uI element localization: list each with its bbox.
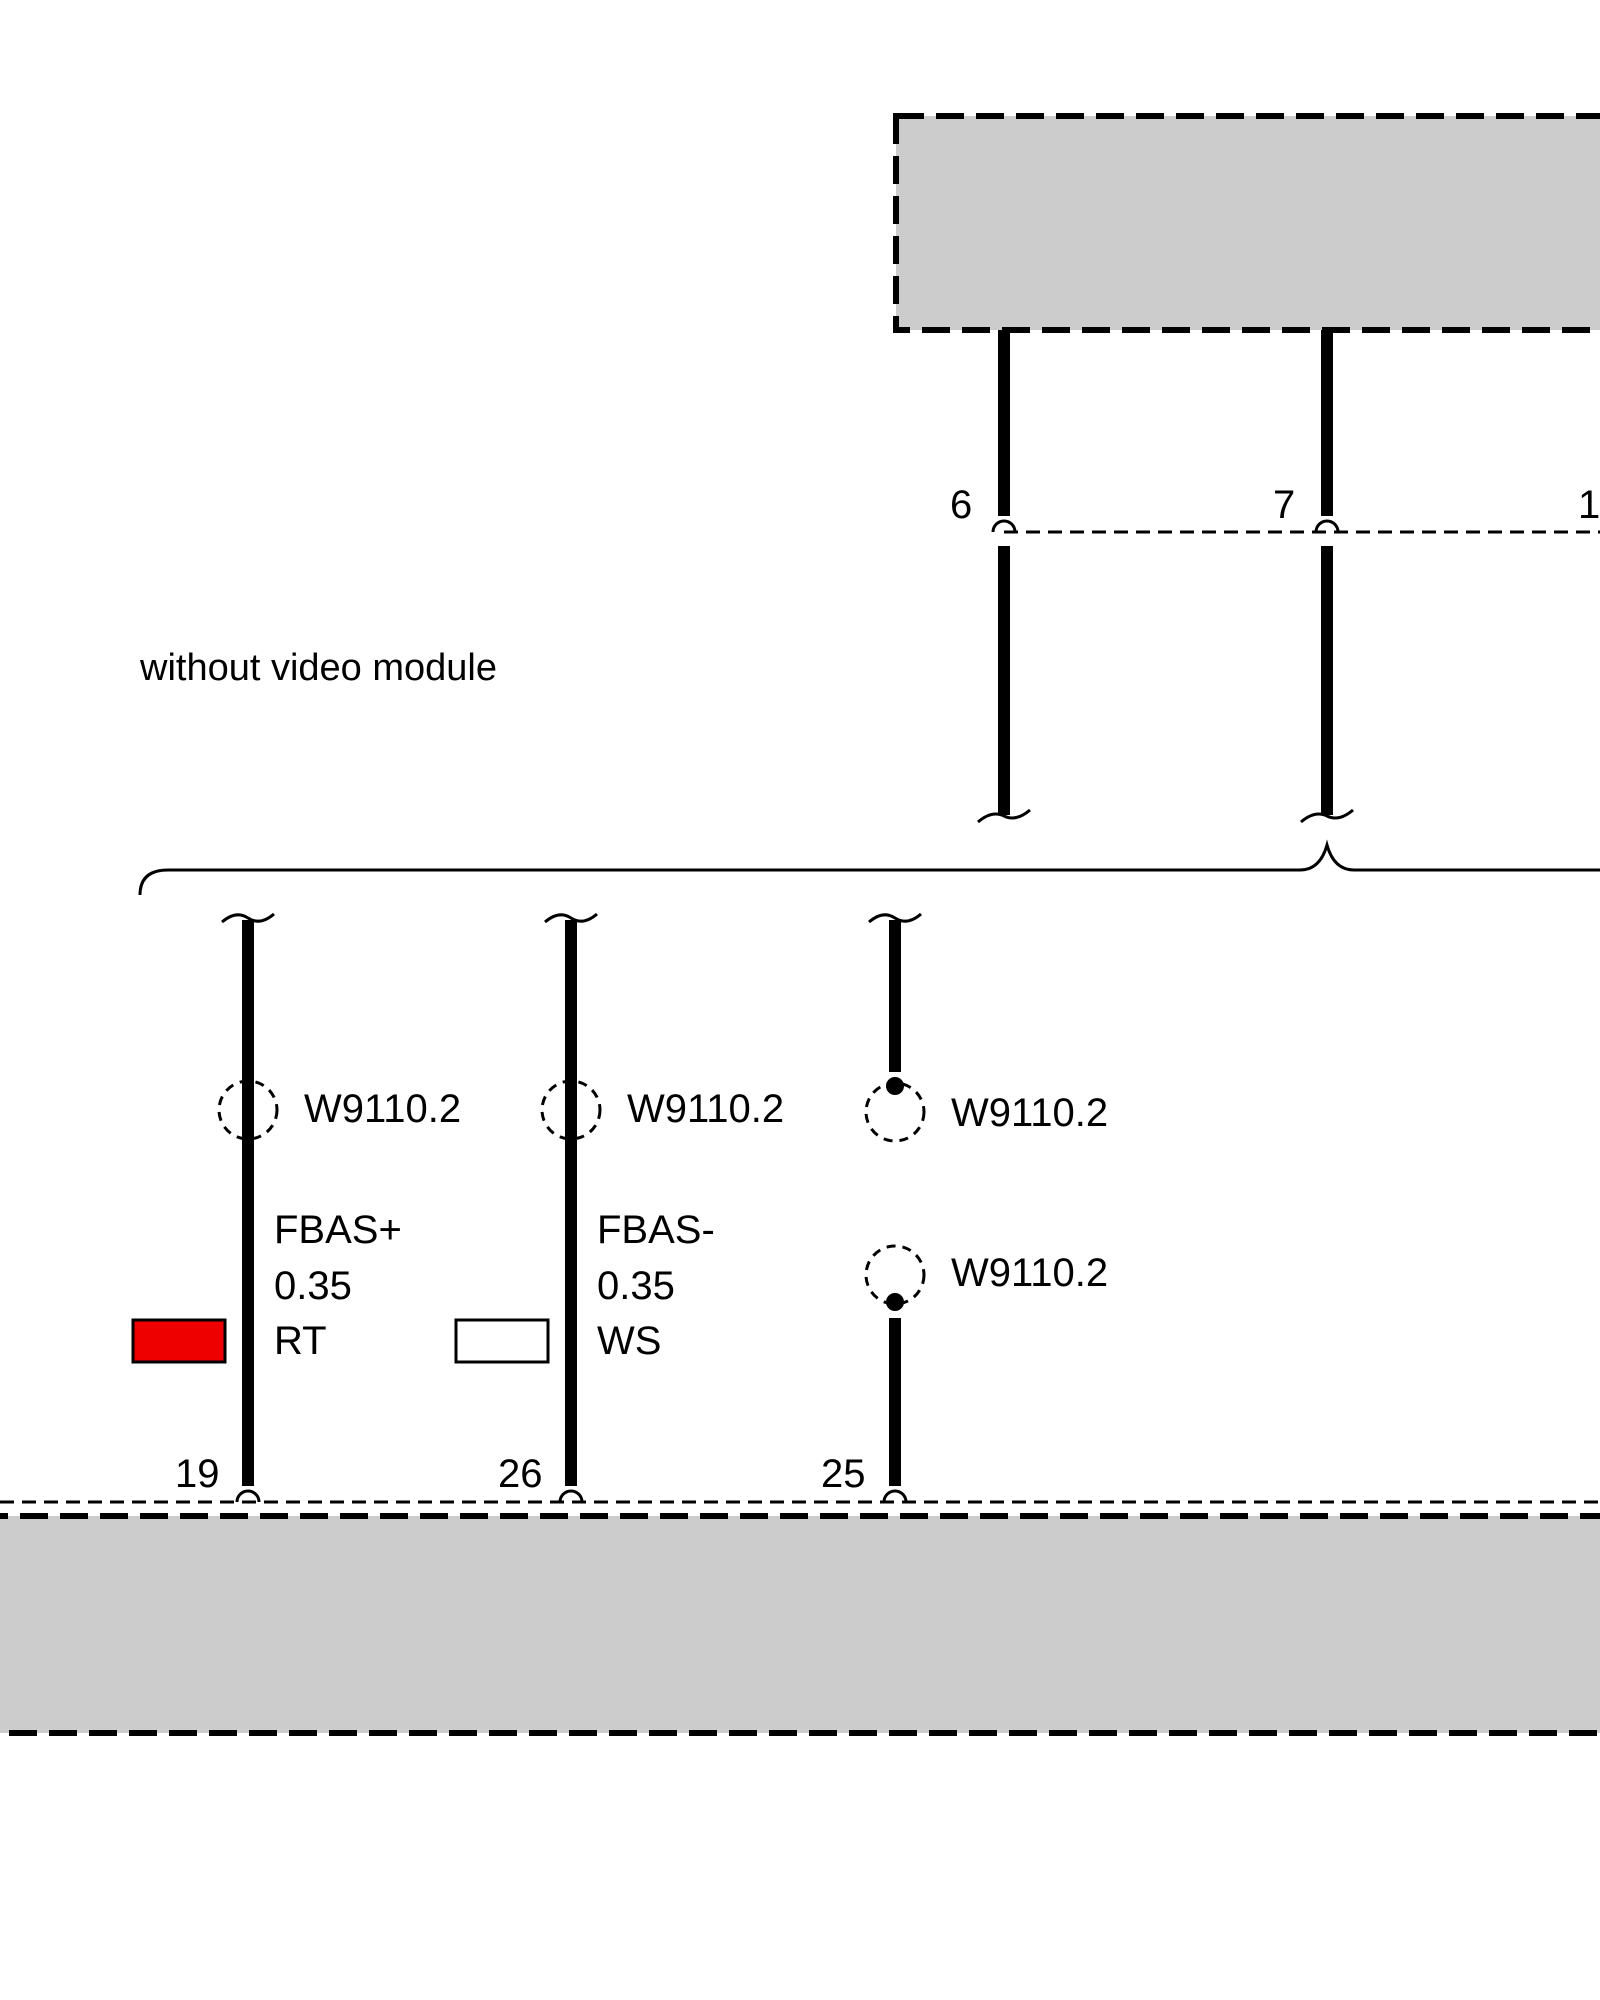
wire-signal-label-26: FBAS- — [597, 1208, 715, 1252]
bottom-component-box — [0, 1513, 1600, 1736]
wire-color-swatch-white — [454, 1318, 550, 1364]
bottom-pin-25-arch — [882, 1489, 908, 1503]
wire-color-label-19: RT — [274, 1319, 327, 1363]
top-pin-6-arch — [991, 519, 1017, 533]
variant-bracket — [138, 839, 1600, 896]
wire-break-25 — [868, 912, 922, 924]
bottom-pin-label-25: 25 — [821, 1452, 866, 1496]
wire-break-6 — [977, 808, 1031, 824]
splice-label-26: W9110.2 — [627, 1087, 784, 1131]
top-pin-7-arch — [1314, 519, 1340, 533]
wire-gauge-label-26: 0.35 — [597, 1264, 675, 1308]
bottom-pin-label-19: 19 — [175, 1452, 220, 1496]
splice-label-19: W9110.2 — [304, 1087, 461, 1131]
wire-color-label-26: WS — [597, 1319, 661, 1363]
splice-circle-26 — [540, 1079, 602, 1141]
splice-label-25-upper: W9110.2 — [951, 1091, 1108, 1135]
variant-note: without video module — [139, 647, 497, 689]
splice-dot-upper — [886, 1077, 904, 1095]
bottom-pin-19-arch — [235, 1489, 261, 1503]
top-pin-label-partial: 1 — [1578, 483, 1600, 527]
wire-break-19 — [221, 912, 275, 924]
wire-signal-label-19: FBAS+ — [274, 1208, 402, 1252]
splice-label-25-lower: W9110.2 — [951, 1251, 1108, 1295]
wire-color-swatch-red — [131, 1318, 227, 1364]
wire-gauge-label-19: 0.35 — [274, 1264, 352, 1308]
bottom-pin-26-arch — [558, 1489, 584, 1503]
top-pin-label-7: 7 — [1273, 483, 1295, 527]
splice-circle-19 — [217, 1079, 279, 1141]
top-component-box — [893, 113, 1600, 333]
wire-break-26 — [544, 912, 598, 924]
top-pin-label-6: 6 — [950, 483, 972, 527]
bottom-pin-label-26: 26 — [498, 1452, 543, 1496]
splice-circle-25-lower — [864, 1244, 926, 1306]
splice-dot-lower — [886, 1293, 904, 1311]
wire-break-7 — [1300, 808, 1354, 824]
